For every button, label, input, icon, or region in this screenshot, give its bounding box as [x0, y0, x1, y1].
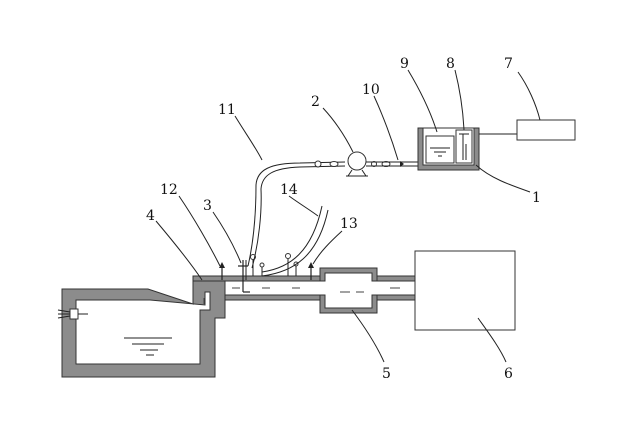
- label-1: 1: [532, 190, 541, 206]
- expansion-top-wall: [319, 267, 378, 282]
- label-14: 14: [280, 182, 298, 198]
- leader-14: [288, 195, 319, 217]
- valve-2-icon: [329, 161, 339, 167]
- leader-3: [212, 211, 242, 264]
- pipe-top-wall: [192, 275, 326, 282]
- label-2: 2: [311, 94, 320, 110]
- pipe-bottom-wall: [224, 294, 326, 301]
- tank-1: [417, 127, 480, 171]
- left-chamber-wall: [61, 279, 226, 378]
- label-11: 11: [218, 102, 236, 118]
- leader-1: [475, 164, 531, 193]
- outlet-top-wall: [376, 275, 416, 282]
- leader-2: [322, 107, 354, 153]
- tube-14: [261, 205, 323, 273]
- label-10: 10: [362, 82, 380, 98]
- pump-2: [346, 151, 391, 177]
- label-4: 4: [146, 208, 155, 224]
- label-3: 3: [203, 198, 212, 214]
- compartment-8: [455, 129, 473, 164]
- label-8: 8: [446, 56, 455, 72]
- left-chamber: [57, 279, 226, 378]
- tube-14-inner: [261, 209, 329, 277]
- expansion-bottom-wall: [319, 294, 378, 314]
- leader-12: [178, 195, 221, 267]
- leader-8: [454, 69, 465, 131]
- collector-box: [414, 250, 516, 331]
- gauge-3: [285, 253, 291, 259]
- tube-11-inner: [251, 165, 346, 269]
- expansion-section: [319, 267, 416, 314]
- nozzle-icon: [57, 308, 88, 320]
- outlet-bottom-wall: [376, 294, 416, 301]
- leader-lines: [155, 69, 541, 363]
- leader-5: [351, 309, 385, 363]
- label-5: 5: [382, 366, 391, 382]
- pump-icon: [347, 151, 367, 171]
- compartment-9: [425, 135, 455, 164]
- callout-labels: 1 2 3 4 5 6 7 8 9 10 11 12 13 14: [146, 56, 541, 382]
- leader-6: [477, 317, 507, 363]
- leader-10: [373, 95, 399, 161]
- control-box-7: [516, 119, 576, 141]
- tube-11: [247, 161, 346, 267]
- label-12: 12: [160, 182, 178, 198]
- leader-13: [312, 230, 343, 265]
- leader-4: [155, 220, 203, 281]
- label-13: 13: [340, 216, 358, 232]
- leader-7: [517, 71, 541, 121]
- label-9: 9: [400, 56, 409, 72]
- leader-9: [407, 69, 438, 133]
- label-6: 6: [504, 366, 513, 382]
- tank-wall: [417, 127, 480, 171]
- leader-11: [234, 115, 263, 161]
- valve-1-icon: [314, 160, 322, 168]
- probes: [219, 253, 314, 293]
- gauge-2: [259, 262, 265, 268]
- sample-line-valves: [314, 160, 339, 168]
- label-7: 7: [504, 56, 513, 72]
